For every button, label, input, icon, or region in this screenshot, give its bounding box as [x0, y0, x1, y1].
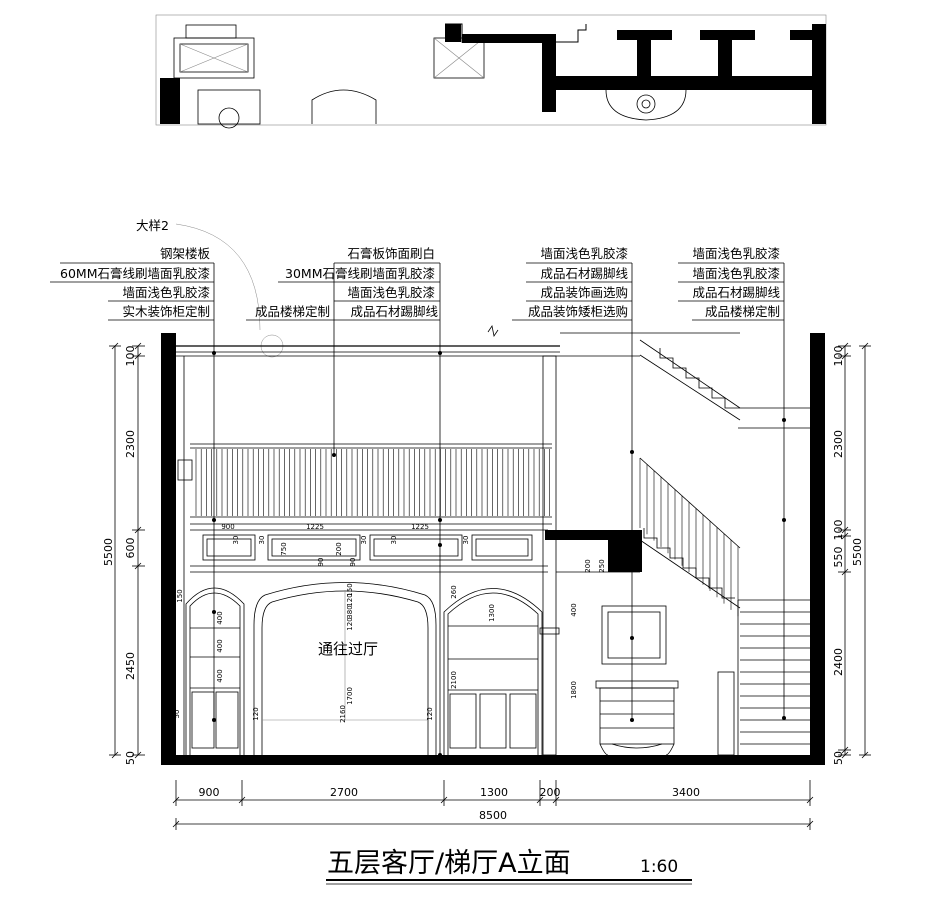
dim-right-4: 550	[832, 547, 845, 568]
beam-block	[545, 530, 626, 572]
inner-dim-small: 200	[584, 559, 592, 572]
dimensions: 900 2700 1300 200 3400 8500 100 2300 600…	[102, 342, 871, 830]
callout-g3-2: 成品石材踢脚线	[540, 266, 628, 281]
callout-g2-5: 成品石材踢脚线	[350, 304, 438, 319]
inner-dim-small: 380	[346, 605, 354, 618]
inner-dim-small: 30	[462, 536, 470, 545]
inner-dim-small: 2100	[450, 671, 458, 689]
inner-dim-small: 150	[176, 589, 184, 602]
callout-g2-4: 成品楼梯定制	[255, 304, 330, 319]
inner-dim-small: 400	[216, 669, 224, 682]
callout-g1-3: 墙面浅色乳胶漆	[122, 285, 210, 300]
left-cabinet	[185, 587, 245, 755]
inner-dim-small: 90	[349, 558, 357, 567]
inner-dim-small: 260	[450, 585, 458, 598]
callout-g1-1: 钢架楼板	[160, 246, 211, 261]
elevation-body: 通往过厅	[161, 332, 825, 765]
callout-g1-4: 实木装饰柜定制	[122, 304, 210, 319]
inner-dim-small: 1700	[346, 687, 354, 705]
inner-dim-small: 1800	[570, 681, 578, 699]
inner-dim-small: 400	[570, 603, 578, 616]
dim-right-3: 100	[832, 520, 845, 541]
dim-left-3: 600	[124, 538, 137, 559]
right-cabinet	[443, 588, 543, 755]
callout-g4-2: 墙面浅色乳胶漆	[692, 266, 780, 281]
inner-dim-small: 400	[216, 611, 224, 624]
dim-right-1: 100	[832, 346, 845, 367]
right-wall	[810, 333, 825, 765]
inner-dim-small: 30	[360, 536, 368, 545]
inner-dim-small: 50	[173, 710, 181, 719]
balustrade	[190, 443, 552, 525]
drawing-scale: 1:60	[640, 857, 678, 877]
floor-slab	[161, 755, 825, 765]
inner-dim-small: 150	[346, 583, 354, 596]
inner-dim-small: 120	[346, 617, 354, 630]
dim-left-4: 2450	[124, 652, 137, 680]
plan-fragment	[155, 14, 827, 129]
inner-dim-panel: 900	[221, 523, 234, 531]
drawing-title: 五层客厅/梯厅A立面	[327, 848, 571, 879]
staircase	[560, 332, 810, 756]
dim-left-2: 2300	[124, 430, 137, 458]
inner-dim-small: 120	[346, 593, 354, 606]
detail-tag: 大样2	[136, 218, 169, 233]
decorative-painting	[601, 605, 667, 665]
callout-g4-1: 墙面浅色乳胶漆	[692, 246, 780, 261]
callout-g2-2: 30MM石膏线刷墙面乳胶漆	[285, 266, 435, 281]
inner-dim-small: 30	[258, 536, 266, 545]
callout-g4-3: 成品石材踢脚线	[692, 285, 780, 300]
dim-right-5: 2400	[832, 648, 845, 676]
dim-right-total: 5500	[851, 538, 864, 566]
callout-g3-3: 成品装饰画选购	[540, 285, 628, 300]
inner-dim-small: 90	[317, 558, 325, 567]
callout-g4-4: 成品楼梯定制	[705, 304, 780, 319]
dim-left-total: 5500	[102, 538, 115, 566]
callouts: 大样2 钢架楼板 60MM石膏线刷墙面乳胶漆 墙面浅色乳胶漆 实木装饰柜定制 石…	[50, 218, 786, 757]
dim-bottom-5: 3400	[672, 786, 700, 799]
inner-dim-small: 120	[252, 707, 260, 720]
dim-bottom-3: 1300	[480, 786, 508, 799]
dim-bottom-4: 200	[540, 786, 561, 799]
dim-bottom-1: 900	[199, 786, 220, 799]
inner-dim-small: 2160	[339, 705, 347, 723]
inner-dim-panel: 1225	[411, 523, 429, 531]
callout-g1-2: 60MM石膏线刷墙面乳胶漆	[60, 266, 210, 281]
inner-dim-small: 750	[280, 542, 288, 555]
dim-left-5: 50	[124, 751, 137, 765]
inner-dim-small: 30	[390, 536, 398, 545]
central-archway	[253, 582, 437, 755]
callout-g2-1: 石膏板饰面刷白	[347, 246, 435, 261]
inner-dim-panel: 1225	[306, 523, 324, 531]
callout-g2-3: 墙面浅色乳胶漆	[347, 285, 435, 300]
dim-right-6: 50	[832, 751, 845, 765]
dim-right-2: 2300	[832, 430, 845, 458]
inner-dim-small: 250	[598, 559, 606, 572]
dim-left-1: 100	[124, 346, 137, 367]
inner-dim-small: 30	[232, 536, 240, 545]
left-wall	[161, 333, 176, 765]
inner-dim-small: 400	[216, 639, 224, 652]
inner-dim-small: 120	[426, 707, 434, 720]
callout-g3-4: 成品装饰矮柜选购	[528, 304, 628, 319]
dim-bottom-2: 2700	[330, 786, 358, 799]
inner-dim-small: 1300	[488, 604, 496, 622]
title-block: 五层客厅/梯厅A立面 1:60	[326, 848, 692, 885]
dim-total: 8500	[479, 809, 507, 822]
inner-dim-small: 200	[335, 542, 343, 555]
chest-of-drawers	[595, 680, 679, 756]
room-label: 通往过厅	[318, 640, 378, 658]
callout-g3-1: 墙面浅色乳胶漆	[540, 246, 628, 261]
